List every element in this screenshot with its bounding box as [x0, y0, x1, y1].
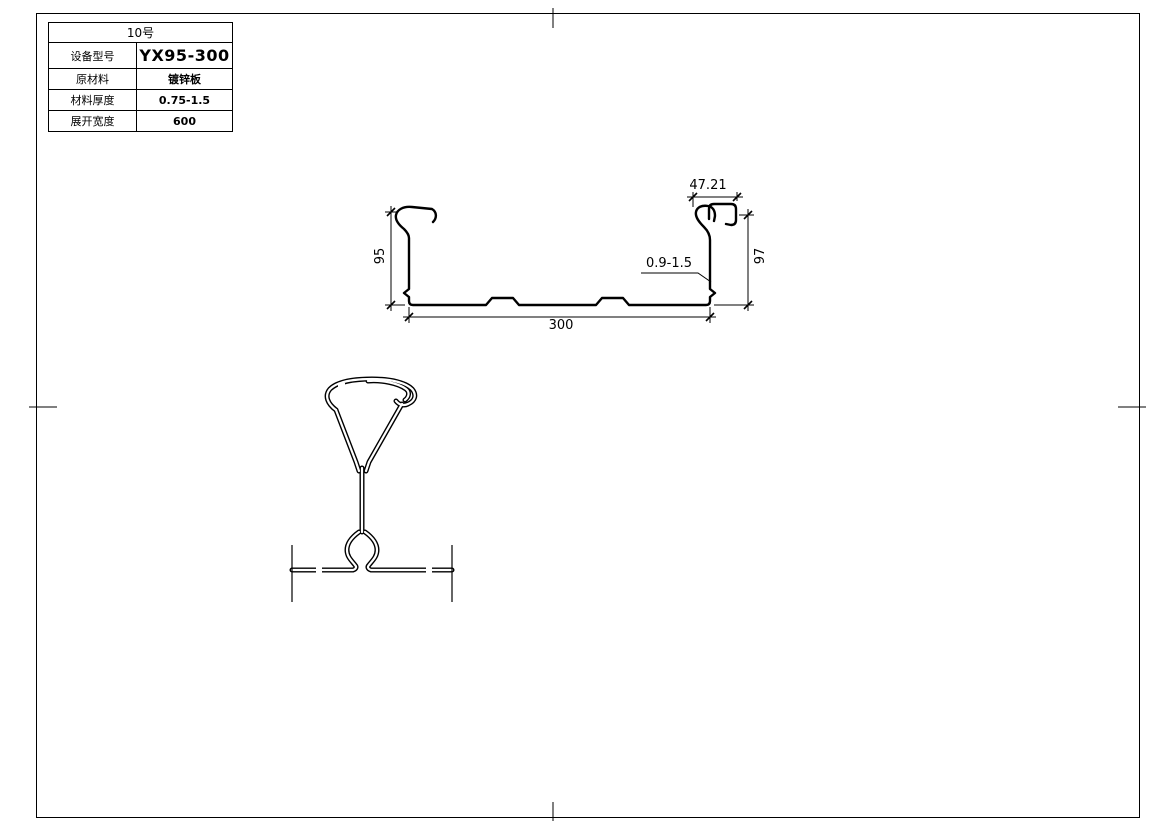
material-thickness-label: 材料厚度 — [48, 89, 137, 111]
raw-material-value: 镀锌板 — [136, 68, 233, 90]
registration-ticks — [29, 8, 1146, 821]
equipment-model-value: YX95-300 — [136, 42, 233, 69]
dim-text-thickness-range: 0.9-1.5 — [645, 256, 693, 271]
unfolded-width-label: 展开宽度 — [48, 110, 137, 132]
dim-text-top-seam-width: 47.21 — [689, 178, 727, 193]
profile-section-view — [394, 202, 738, 307]
equipment-model-label: 设备型号 — [48, 42, 137, 69]
unfolded-width-value: 600 — [136, 110, 233, 132]
title-block-row: 材料厚度 0.75-1.5 — [48, 89, 233, 111]
title-block-row: 设备型号 YX95-300 — [48, 42, 233, 69]
detail-break-lines — [291, 545, 453, 602]
thickness-leader — [641, 272, 712, 283]
title-block: 10号 设备型号 YX95-300 原材料 镀锌板 材料厚度 0.75-1.5 … — [48, 22, 233, 132]
dimension-top-seam-width — [687, 192, 743, 207]
seam-detail-view — [292, 379, 452, 574]
raw-material-label: 原材料 — [48, 68, 137, 90]
title-block-row: 展开宽度 600 — [48, 110, 233, 132]
dimension-right-height — [714, 209, 754, 311]
title-block-row: 原材料 镀锌板 — [48, 68, 233, 90]
dim-text-left-height: 95 — [373, 247, 388, 265]
title-block-header-row: 10号 — [48, 22, 233, 43]
dim-text-right-height: 97 — [753, 247, 768, 265]
dim-text-bottom-width: 300 — [548, 318, 574, 333]
material-thickness-value: 0.75-1.5 — [136, 89, 233, 111]
dimension-bottom-width — [403, 307, 716, 323]
dimension-left-height — [385, 206, 405, 311]
sheet-border — [36, 13, 1140, 818]
sheet-number: 10号 — [48, 22, 233, 43]
